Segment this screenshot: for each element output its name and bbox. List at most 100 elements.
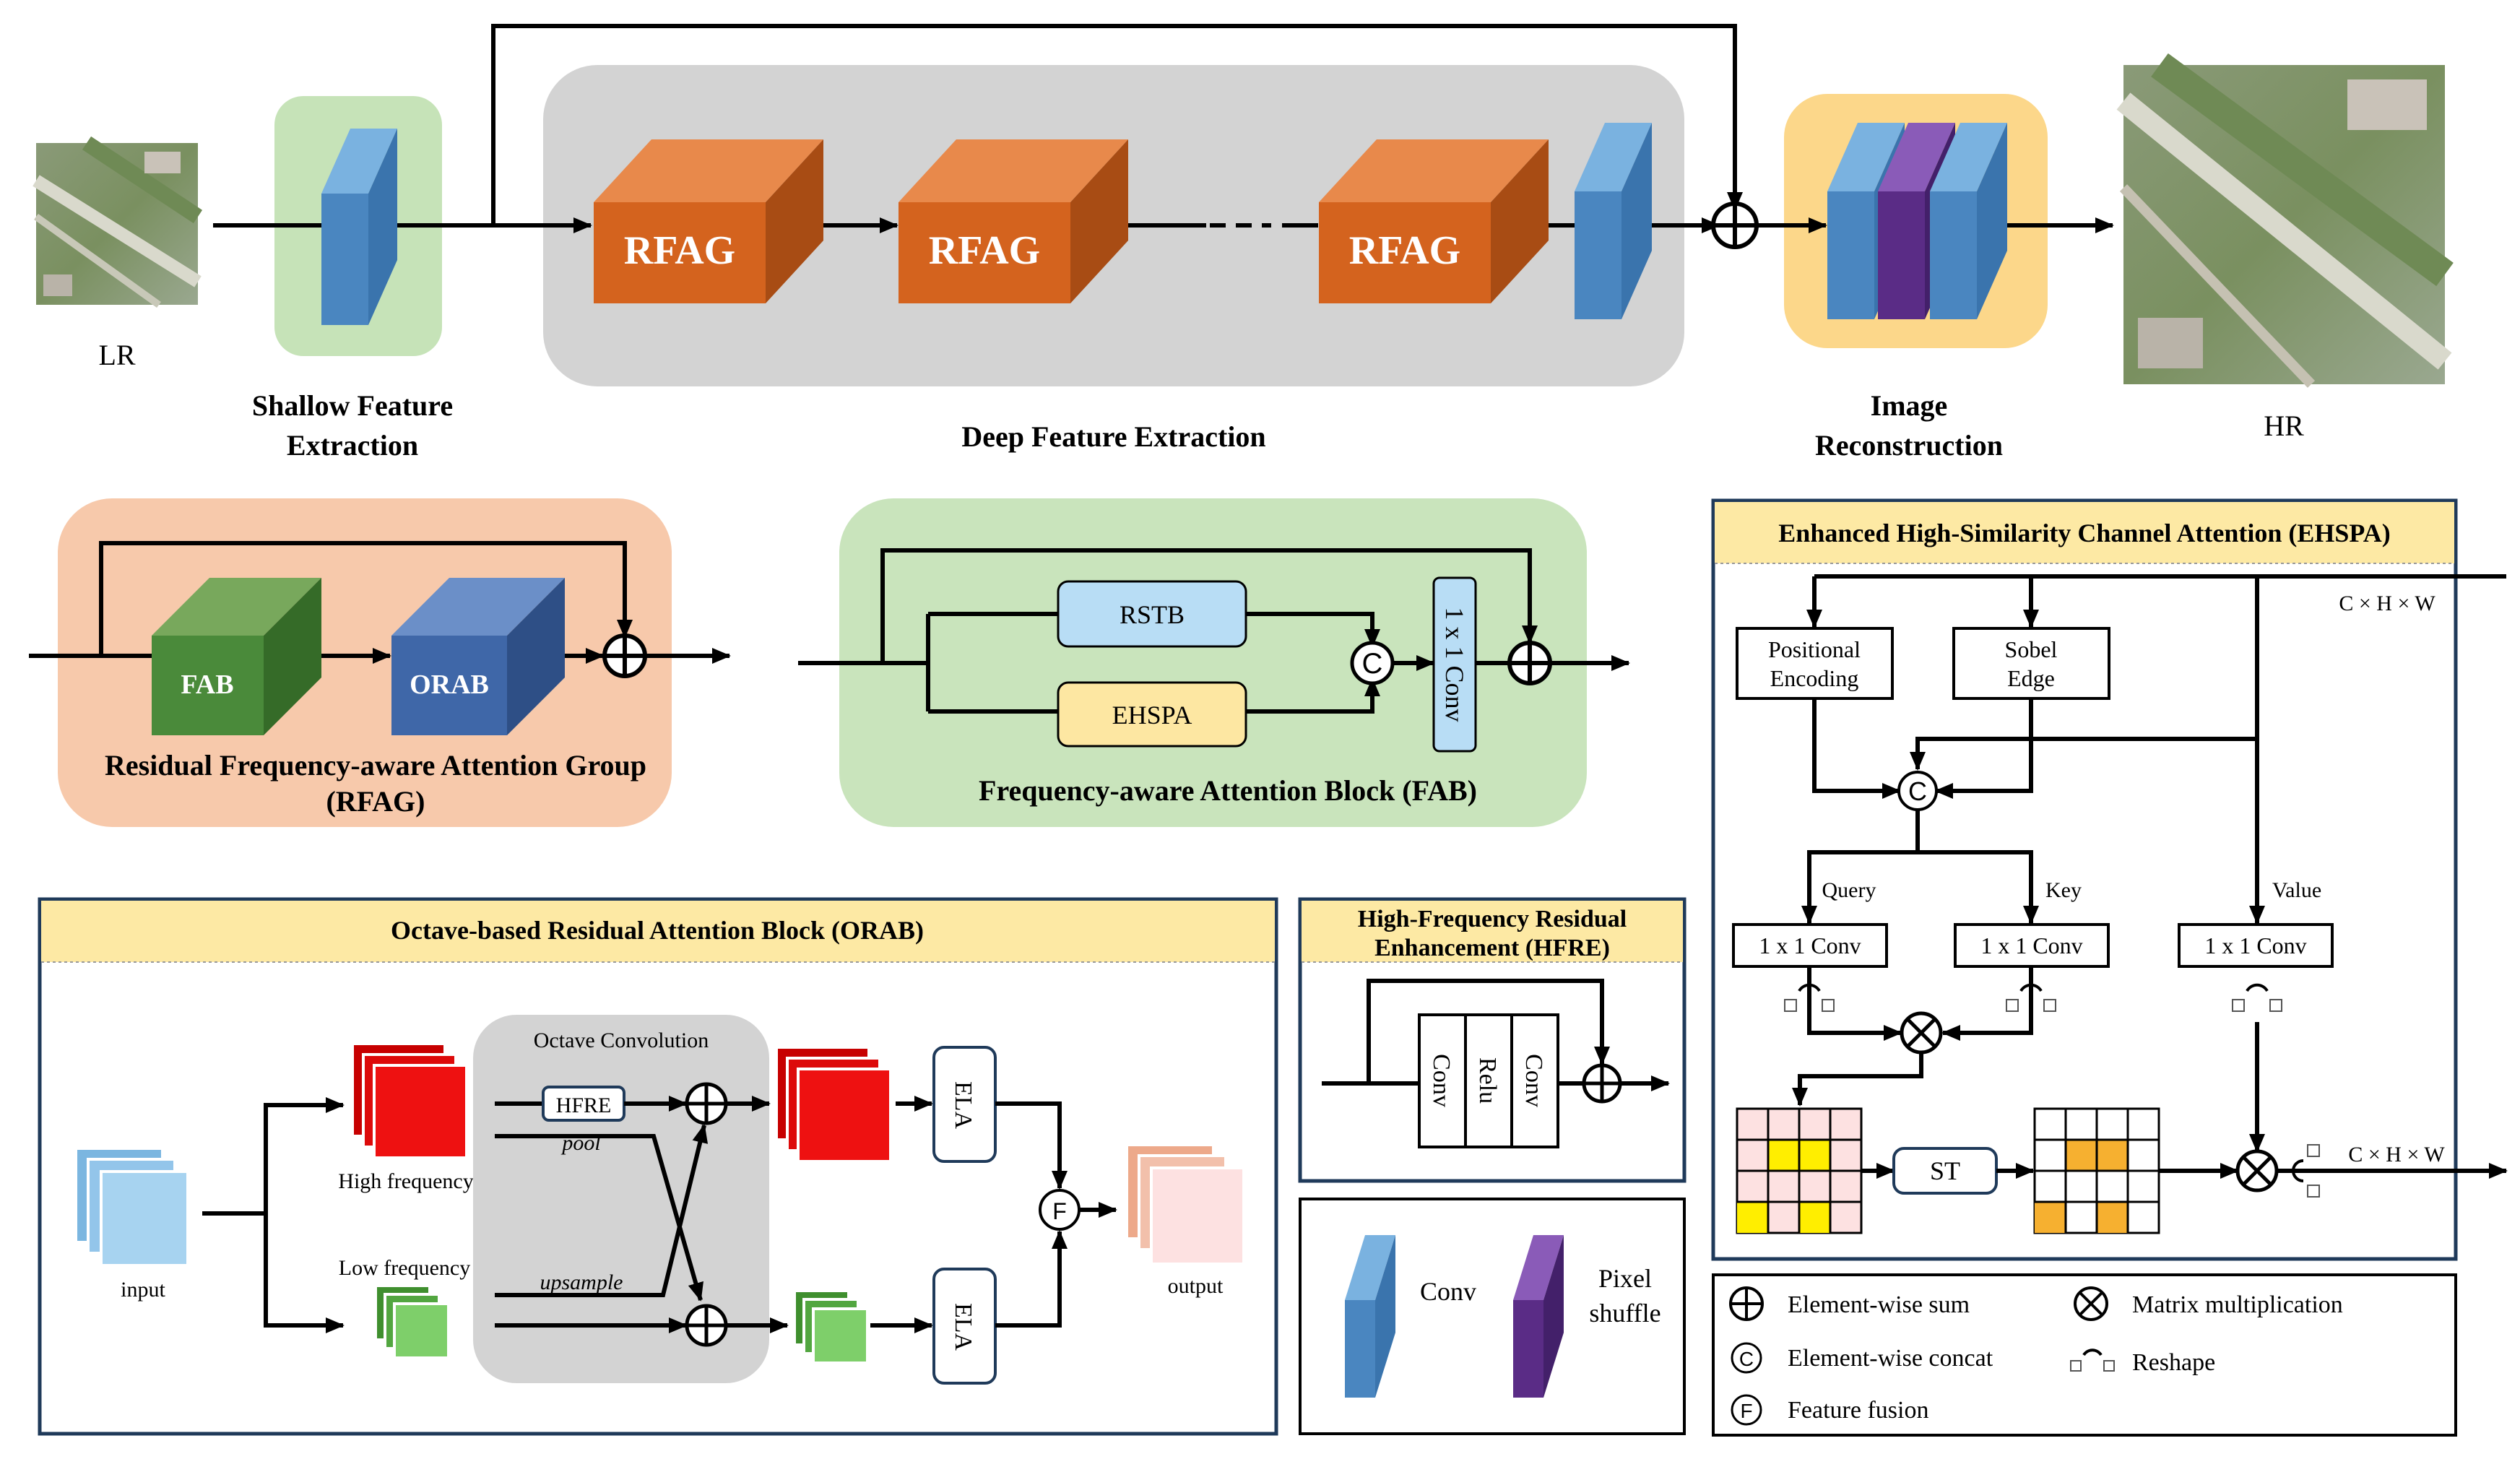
octave-high-sum-icon — [685, 1082, 728, 1125]
rfag-block-1: RFAG — [594, 139, 823, 303]
concat-legend-icon: C — [1731, 1342, 1762, 1374]
hfre-title-line2: Enhancement (HFRE) — [1374, 935, 1610, 961]
feature-fusion-icon: F — [1039, 1189, 1081, 1231]
output-feature-stack — [1125, 1143, 1245, 1265]
query-to-matmul — [1807, 966, 1902, 1041]
fab-title: Frequency-aware Attention Block (FAB) — [979, 774, 1477, 807]
hfre-conv-a-label: Conv — [1428, 1054, 1455, 1107]
positional-encoding-box — [1736, 627, 1894, 700]
svg-text:1 x 1 Conv: 1 x 1 Conv — [1980, 932, 2082, 958]
hfre-conv-a-box — [1418, 1013, 1467, 1148]
rstb-to-concat — [1246, 612, 1380, 648]
matmul-to-matrix — [1792, 1052, 1923, 1107]
upsample-label: upsample — [540, 1270, 623, 1294]
recon-label-line1: Image — [1871, 389, 1948, 422]
reshape-icon — [1784, 983, 1835, 1012]
key-label: Key — [2045, 878, 2082, 902]
global-sum-icon — [1711, 202, 1759, 249]
value-label: Value — [2272, 878, 2321, 902]
to-key-conv — [1918, 850, 2039, 925]
sum-legend-label: Element-wise sum — [1788, 1291, 1970, 1318]
fab-cube: FAB — [152, 578, 321, 735]
output-matmul-icon — [2235, 1149, 2279, 1192]
fusion-legend-label: Feature fusion — [1788, 1397, 1928, 1424]
orab-cube: ORAB — [391, 578, 565, 735]
ehspa-title: Enhanced High-Similarity Channel Attenti… — [1778, 519, 2390, 547]
lr-image — [33, 136, 203, 308]
svg-text:1 x 1 Conv: 1 x 1 Conv — [1759, 932, 1861, 958]
sobel-to-concat — [1934, 698, 2033, 799]
hr-image — [2116, 53, 2454, 388]
rfag-block-3: RFAG — [1319, 139, 1549, 303]
positional-label-2: Encoding — [1770, 665, 1859, 691]
pixel-shuffle-label-1: Pixel — [1598, 1264, 1652, 1293]
sobel-edge-box — [1952, 627, 2110, 700]
fab-skip-connection — [880, 548, 1538, 663]
rfag-sum-icon — [602, 633, 647, 678]
fab-detail-panel — [839, 498, 1587, 827]
hfre-title-line1: High-Frequency Residual — [1358, 906, 1627, 932]
orab-title: Octave-based Residual Attention Block (O… — [391, 916, 924, 945]
pixel-shuffle-legend-icon — [1513, 1235, 1564, 1398]
pixel-shuffle-label-2: shuffle — [1589, 1299, 1660, 1328]
hfre-panel: High-Frequency Residual Enhancement (HFR… — [1298, 897, 1687, 1183]
svg-text:HFRE: HFRE — [556, 1094, 612, 1117]
hfre-relu-label: Relu — [1474, 1057, 1501, 1104]
operation-legend: Element-wise sum C Element-wise concat F… — [1712, 1273, 2457, 1437]
rfag-title-line2: (RFAG) — [326, 785, 425, 818]
key-conv-box — [1954, 923, 2110, 968]
deep-feature-label: Deep Feature Extraction — [961, 420, 1265, 453]
svg-text:FAB: FAB — [181, 670, 233, 700]
sum-legend-icon — [1729, 1286, 1764, 1321]
attention-matrix — [1736, 1107, 1863, 1234]
high-frequency-out-stack — [775, 1046, 892, 1163]
ehspa-concat-icon: C — [1897, 771, 1938, 811]
shallow-label-line1: Shallow Feature — [252, 389, 453, 422]
upsample-path — [495, 1124, 709, 1297]
positional-to-concat — [1812, 698, 1901, 799]
hfre-conv-b-box — [1510, 1013, 1559, 1148]
orab-panel: Octave-based Residual Attention Block (O… — [38, 897, 1278, 1436]
recon-label-line2: Reconstruction — [1815, 429, 2003, 462]
hfre-skip-connection — [1367, 979, 1610, 1083]
hfre-sum-icon — [1582, 1063, 1622, 1104]
fusion-legend-icon: F — [1731, 1394, 1762, 1426]
high-frequency-stack — [351, 1042, 468, 1159]
rfag-block-2: RFAG — [899, 139, 1128, 303]
st-label: ST — [1930, 1156, 1960, 1185]
ehspa-box — [1057, 681, 1247, 748]
shallow-label-line2: Extraction — [287, 429, 418, 462]
sparse-matrix — [2033, 1107, 2160, 1234]
svg-text:C: C — [1739, 1348, 1754, 1370]
query-label: Query — [1822, 878, 1876, 902]
concat-legend-label: Element-wise concat — [1788, 1345, 1993, 1372]
reshape-legend-icon — [2070, 1348, 2115, 1372]
key-to-matmul — [1941, 966, 2033, 1041]
svg-text:RFAG: RFAG — [1349, 228, 1461, 273]
rstb-label: RSTB — [1120, 600, 1185, 629]
svg-text:RFAG: RFAG — [929, 228, 1041, 273]
svg-text:C: C — [1362, 648, 1383, 680]
reshape-icon — [2232, 983, 2282, 1012]
svg-text:F: F — [1740, 1400, 1752, 1422]
svg-text:RFAG: RFAG — [624, 228, 736, 273]
ehspa-dims-top: C × H × W — [2339, 592, 2435, 615]
deep-conv-block — [1575, 123, 1652, 319]
high-frequency-label: High frequency — [338, 1169, 473, 1193]
ela-bottom-label: ELA — [950, 1303, 977, 1351]
ehspa-label: EHSPA — [1112, 701, 1192, 730]
to-query-conv — [1801, 850, 1918, 925]
hfre-conv-b-label: Conv — [1520, 1054, 1547, 1107]
matmul-icon — [1900, 1011, 1943, 1055]
block-legend: Conv Pixel shuffle — [1299, 1198, 1686, 1435]
low-frequency-label: Low frequency — [339, 1256, 470, 1280]
svg-text:C: C — [1908, 776, 1927, 806]
octave-low-sum-icon — [685, 1304, 728, 1347]
ela-top-to-fusion — [995, 1101, 1068, 1190]
ehspa-to-concat — [1246, 677, 1380, 714]
recon-conv-block-2 — [1930, 123, 2007, 319]
svg-text:F: F — [1052, 1198, 1067, 1224]
input-label: input — [121, 1278, 165, 1302]
shallow-conv-block — [321, 129, 397, 325]
